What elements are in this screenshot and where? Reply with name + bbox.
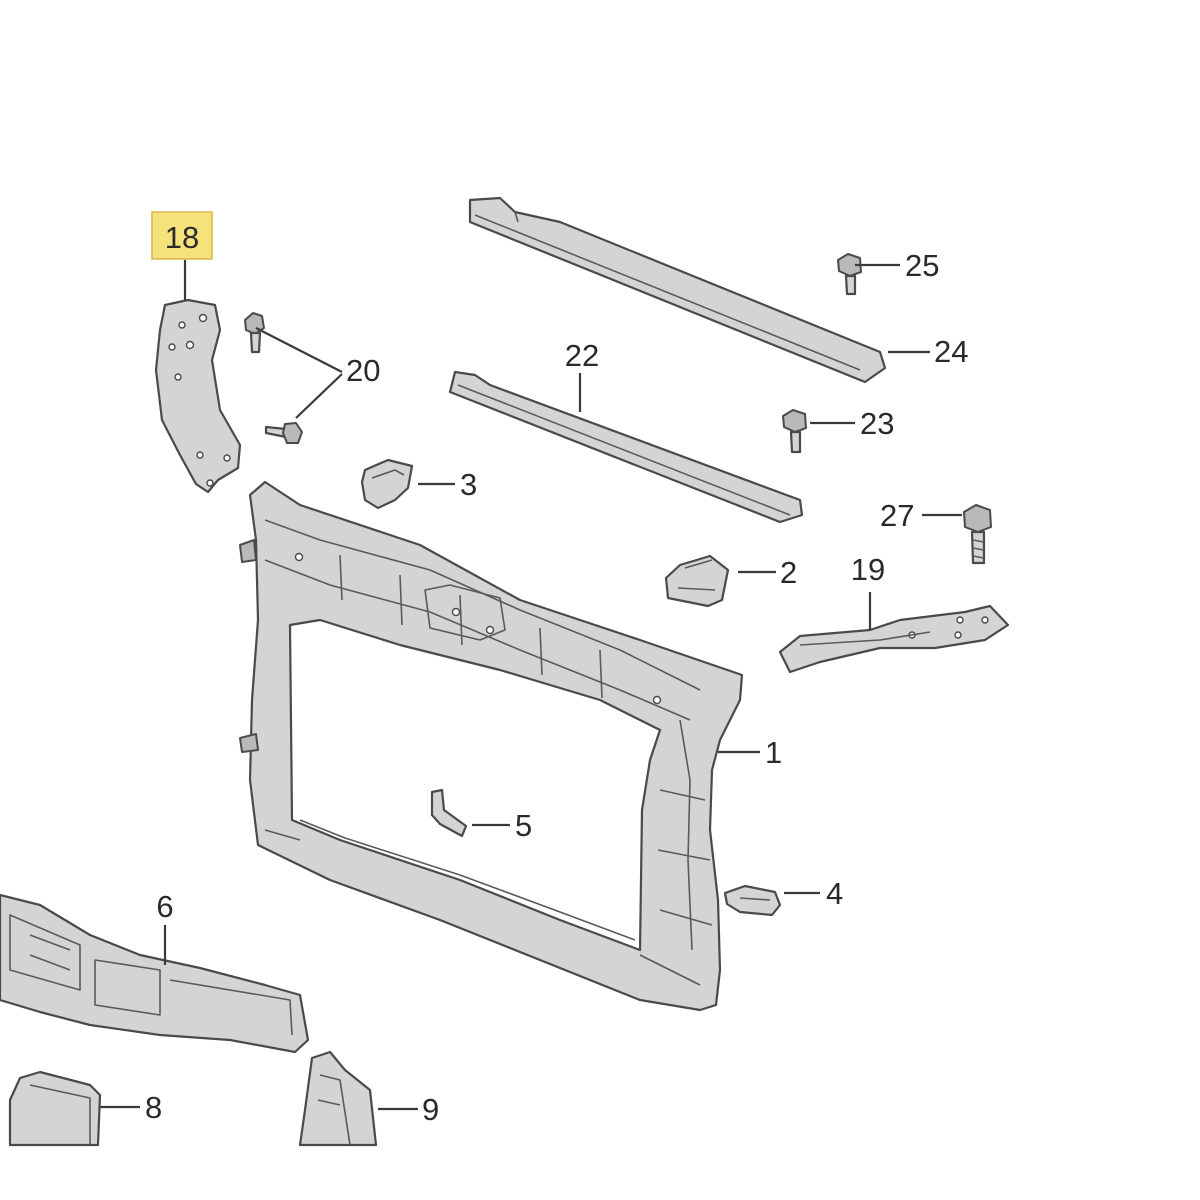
part-3-clip[interactable] — [360, 458, 414, 510]
part-22-lower-crossbar[interactable] — [448, 370, 804, 524]
callout-8[interactable]: 8 — [145, 1090, 162, 1125]
callout-23[interactable]: 23 — [860, 406, 894, 441]
callout-2[interactable]: 2 — [780, 555, 797, 590]
part-23-bolt[interactable] — [782, 409, 807, 454]
part-2-pad[interactable] — [664, 554, 730, 608]
part-24-upper-crossbar[interactable] — [468, 196, 887, 384]
part-5-bracket[interactable] — [430, 788, 468, 838]
callout-22[interactable]: 22 — [565, 338, 599, 373]
callout-27[interactable]: 27 — [880, 498, 914, 533]
part-6-air-guide[interactable] — [0, 893, 310, 1054]
part-20-bolt-upper[interactable] — [244, 312, 265, 354]
callout-19[interactable]: 19 — [851, 552, 885, 587]
callout-20[interactable]: 20 — [346, 353, 380, 388]
part-19-bracket[interactable] — [778, 604, 1010, 674]
part-18-bracket[interactable] — [154, 298, 242, 494]
callout-4[interactable]: 4 — [826, 876, 843, 911]
part-20-bolt-lower[interactable] — [264, 422, 303, 444]
callout-labels: 18 20 22 25 24 23 27 3 2 19 1 5 4 6 8 9 — [145, 211, 968, 1127]
callout-3[interactable]: 3 — [460, 467, 477, 502]
callout-18-highlight — [151, 211, 213, 260]
callout-25[interactable]: 25 — [905, 248, 939, 283]
part-9-air-duct[interactable] — [298, 1050, 378, 1147]
part-27-bolt[interactable] — [963, 504, 992, 565]
callout-6[interactable]: 6 — [156, 889, 173, 924]
callout-1[interactable]: 1 — [765, 735, 782, 770]
callout-18[interactable]: 18 — [165, 220, 199, 255]
callout-5[interactable]: 5 — [515, 808, 532, 843]
callout-24[interactable]: 24 — [934, 334, 968, 369]
part-25-bolt[interactable] — [837, 253, 862, 296]
part-1-front-carrier[interactable] — [239, 480, 744, 1012]
leader-lines — [100, 260, 962, 1111]
part-4-clip[interactable] — [723, 884, 782, 917]
part-8-air-duct[interactable] — [8, 1070, 102, 1147]
callout-9[interactable]: 9 — [422, 1092, 439, 1127]
